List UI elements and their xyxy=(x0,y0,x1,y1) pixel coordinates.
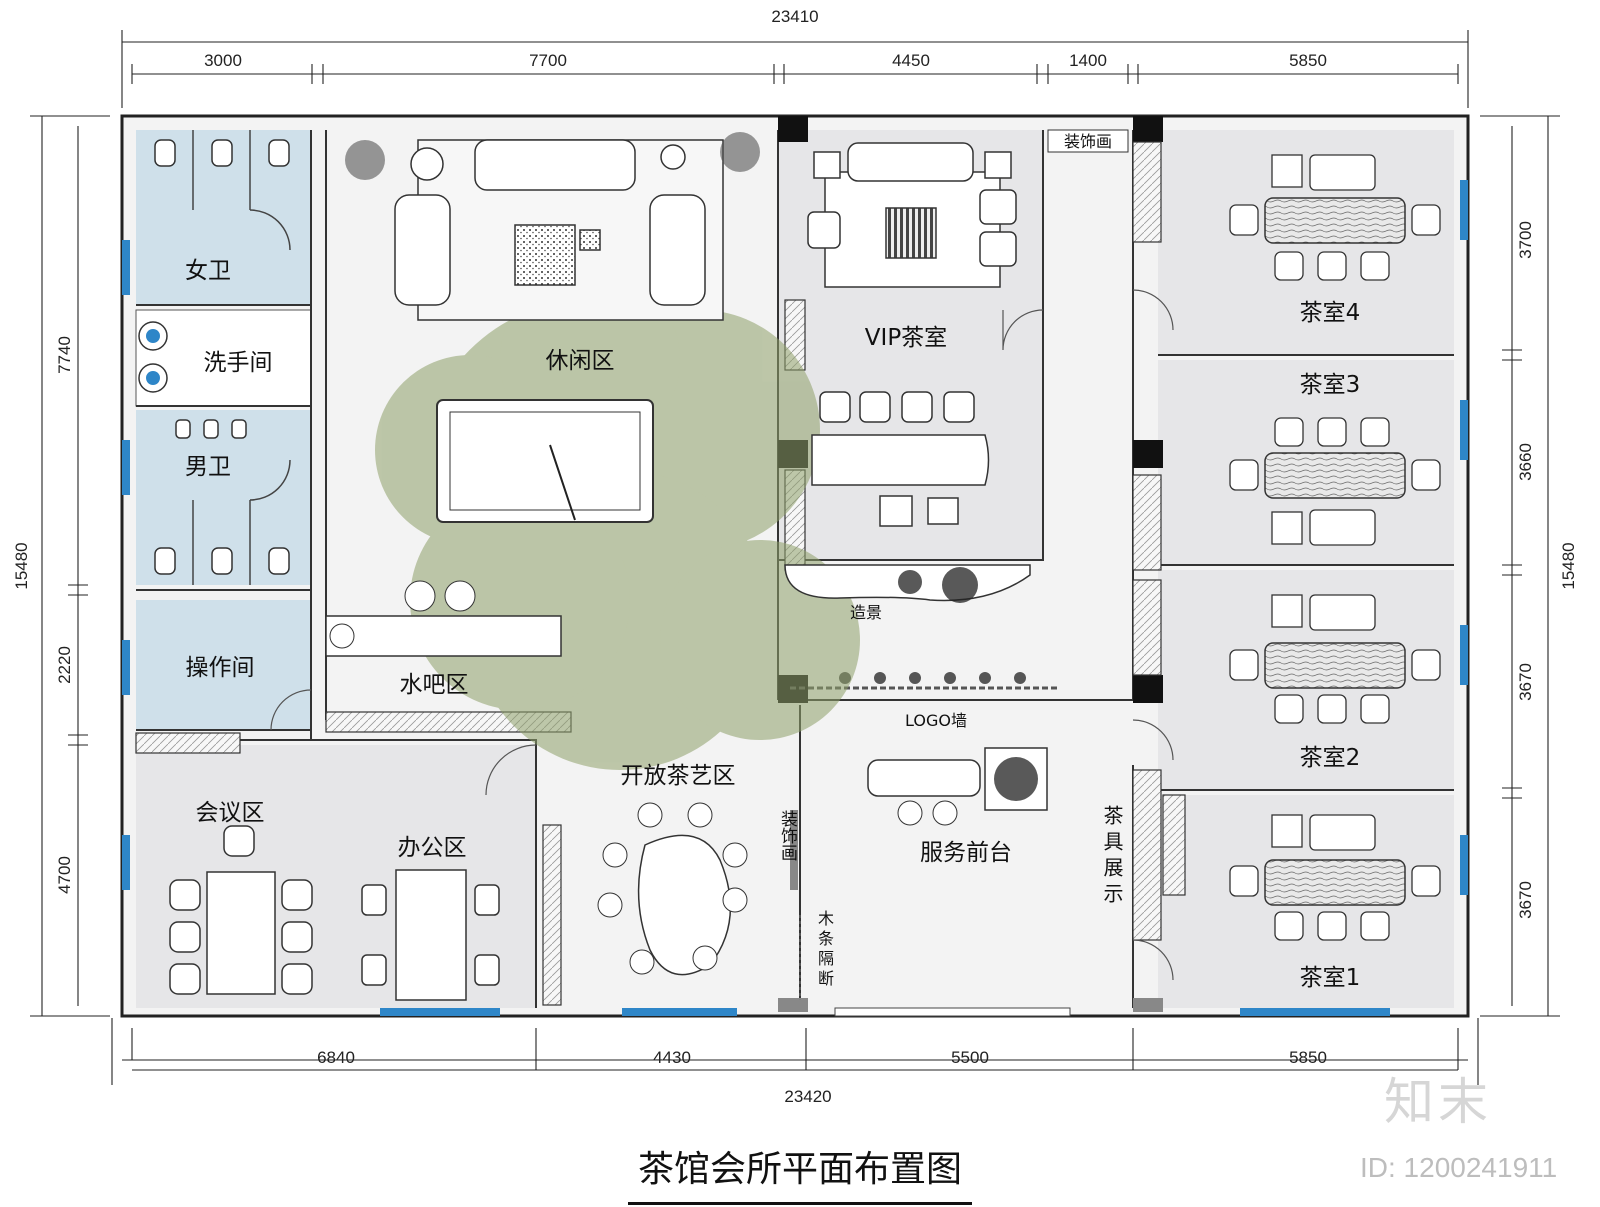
dim-right-1: 3700 xyxy=(1516,221,1535,259)
dim-bottom-4: 5850 xyxy=(1289,1048,1327,1067)
dim-right-total: 15480 xyxy=(1559,542,1578,589)
label-tea-room-2: 茶室2 xyxy=(1300,745,1361,771)
dim-top-2: 7700 xyxy=(529,51,567,70)
dim-left-1: 7740 xyxy=(55,336,74,374)
label-water-bar: 水吧区 xyxy=(400,672,469,698)
label-washroom: 洗手间 xyxy=(204,350,273,376)
dim-bottom-total: 23420 xyxy=(784,1087,831,1106)
watermark-id: ID: 1200241911 xyxy=(1360,1152,1558,1183)
label-wood-partition: 木条隔断 xyxy=(815,910,834,990)
label-tea-room-1: 茶室1 xyxy=(1300,965,1361,991)
label-mens-restroom: 男卫 xyxy=(185,454,231,480)
dim-left-total: 15480 xyxy=(12,542,31,589)
label-tea-display: 茶具展示 xyxy=(1100,805,1124,909)
dim-bottom-3: 5500 xyxy=(951,1048,989,1067)
label-reception: 服务前台 xyxy=(920,840,1012,866)
dim-bottom-1: 6840 xyxy=(317,1048,355,1067)
dim-left-2: 2220 xyxy=(55,646,74,684)
label-decor-painting-top: 装饰画 xyxy=(1064,132,1112,151)
dim-left-3: 4700 xyxy=(55,856,74,894)
label-meeting-area: 会议区 xyxy=(196,800,265,826)
dim-right-4: 3670 xyxy=(1516,881,1535,919)
label-tea-room-4: 茶室4 xyxy=(1300,300,1361,326)
dim-bottom-2: 4430 xyxy=(653,1048,691,1067)
label-open-tea-area: 开放茶艺区 xyxy=(621,763,736,789)
label-tea-room-3: 茶室3 xyxy=(1300,372,1361,398)
label-office-area: 办公区 xyxy=(398,835,467,861)
label-decor-painting-side: 装饰画 xyxy=(777,810,797,861)
label-lounge-area: 休闲区 xyxy=(546,348,615,374)
dim-top-1: 3000 xyxy=(204,51,242,70)
label-vip-tea-room: VIP茶室 xyxy=(865,325,947,351)
plan-title: 茶馆会所平面布置图 xyxy=(0,1140,1600,1205)
dim-top-4: 1400 xyxy=(1069,51,1107,70)
label-operation-room: 操作间 xyxy=(186,655,255,681)
dim-right-3: 3670 xyxy=(1516,663,1535,701)
dim-top-total: 23410 xyxy=(771,7,818,26)
dim-top-5: 5850 xyxy=(1289,51,1327,70)
dim-top-3: 4450 xyxy=(892,51,930,70)
label-logo-wall: LOGO墙 xyxy=(905,711,967,730)
plan-title-text: 茶馆会所平面布置图 xyxy=(627,1140,972,1205)
watermark-brand: 知末 xyxy=(1384,1073,1492,1131)
dim-right-2: 3660 xyxy=(1516,443,1535,481)
label-womens-restroom: 女卫 xyxy=(185,258,231,284)
label-landscape: 造景 xyxy=(850,603,882,622)
